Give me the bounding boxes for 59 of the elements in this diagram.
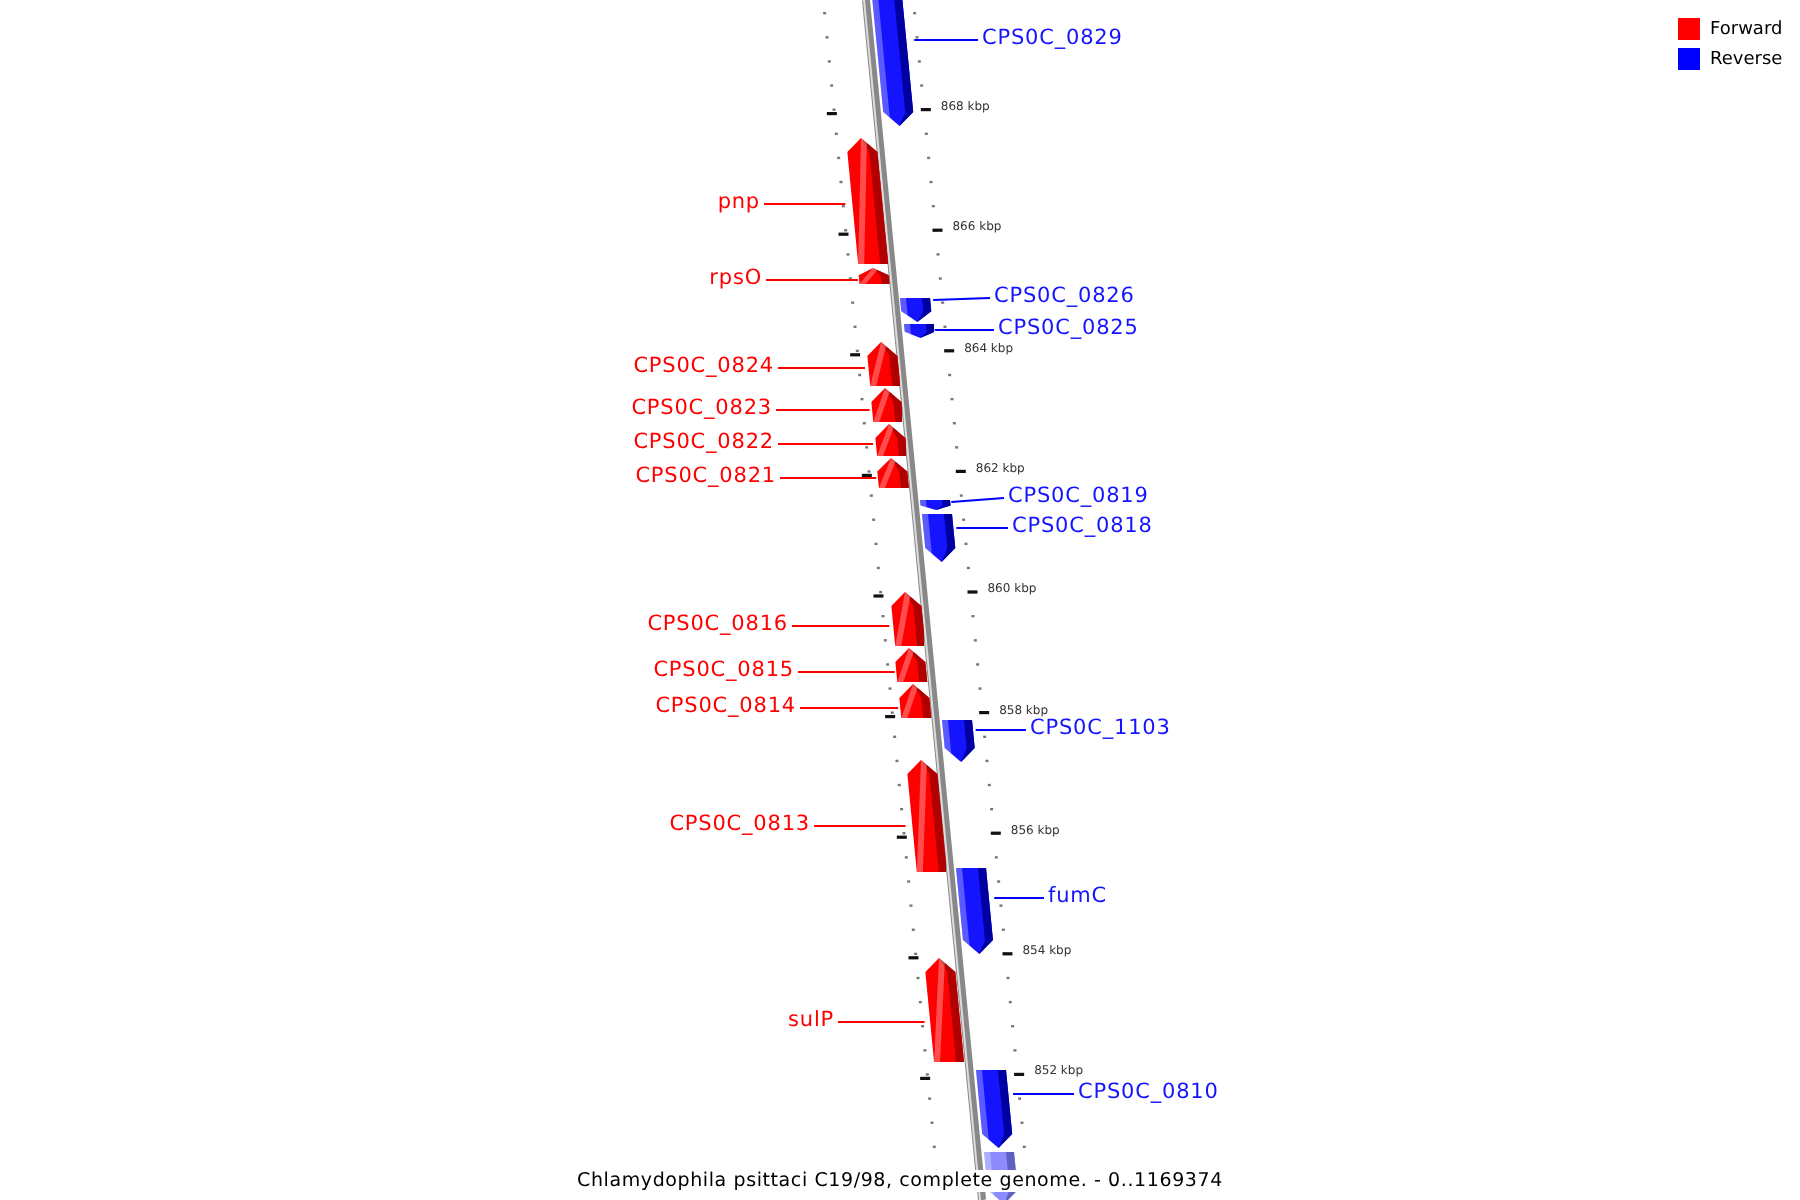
leader-line [993, 897, 1045, 899]
gene-label: CPS0C_0815 [653, 658, 794, 682]
leader-line [765, 279, 859, 281]
leader-line [763, 203, 847, 205]
leader-line [777, 367, 867, 369]
gene-feature [898, 684, 932, 718]
gene-label: CPS0C_0810 [1078, 1080, 1219, 1104]
gene-label: CPS0C_0813 [669, 812, 810, 836]
leader-line [955, 527, 1009, 529]
leader-line [791, 625, 891, 627]
gene-feature [941, 720, 976, 762]
leader-line [775, 409, 871, 411]
legend-label: Reverse [1710, 49, 1783, 69]
gene-label: CPS0C_0814 [655, 694, 796, 718]
gene-label: CPS0C_0822 [633, 430, 774, 454]
legend-label: Forward [1710, 19, 1783, 39]
leader-line [932, 297, 991, 301]
gene-label: CPS0C_0823 [631, 396, 772, 420]
leader-line [913, 39, 979, 41]
leader-line [933, 329, 995, 331]
gene-feature [865, 342, 900, 386]
gene-feature [975, 1070, 1013, 1148]
leader-line [799, 707, 900, 709]
leader-line [813, 825, 907, 827]
gene-label: CPS0C_0824 [633, 354, 774, 378]
gene-feature [900, 298, 934, 322]
gene-label: CPS0C_0819 [1008, 484, 1149, 508]
gene-feature [903, 324, 935, 338]
gene-label: fumC [1048, 884, 1108, 908]
gene-feature [873, 424, 907, 456]
gene-feature [905, 760, 947, 872]
gene-feature [955, 868, 995, 954]
leader-line [974, 729, 1027, 731]
gene-label: CPS0C_1103 [1030, 716, 1171, 740]
gene-label: pnp [717, 190, 760, 214]
leader-line [837, 1021, 926, 1023]
leader-line [1012, 1093, 1075, 1095]
gene-feature [921, 514, 957, 562]
gene-feature [869, 388, 903, 422]
gene-label: sulP [788, 1008, 834, 1032]
gene-feature [857, 268, 890, 284]
gene-feature [894, 648, 928, 682]
gene-label: CPS0C_0826 [994, 284, 1135, 308]
gene-feature [876, 458, 910, 488]
gene-feature [845, 138, 888, 264]
leader-line [797, 671, 896, 673]
gene-feature [889, 592, 925, 646]
gene-feature [871, 0, 915, 126]
gene-label: CPS0C_0829 [982, 26, 1123, 50]
leader-line [950, 497, 1005, 503]
gene-feature [920, 500, 952, 510]
gene-label: CPS0C_0818 [1012, 514, 1153, 538]
gene-label: rpsO [709, 266, 762, 290]
gene-label: CPS0C_0816 [647, 612, 788, 636]
gene-feature [924, 958, 965, 1062]
leader-line [777, 443, 874, 445]
leader-line [779, 477, 878, 479]
gene-label: CPS0C_0825 [998, 316, 1139, 340]
gene-label: CPS0C_0821 [635, 464, 776, 488]
